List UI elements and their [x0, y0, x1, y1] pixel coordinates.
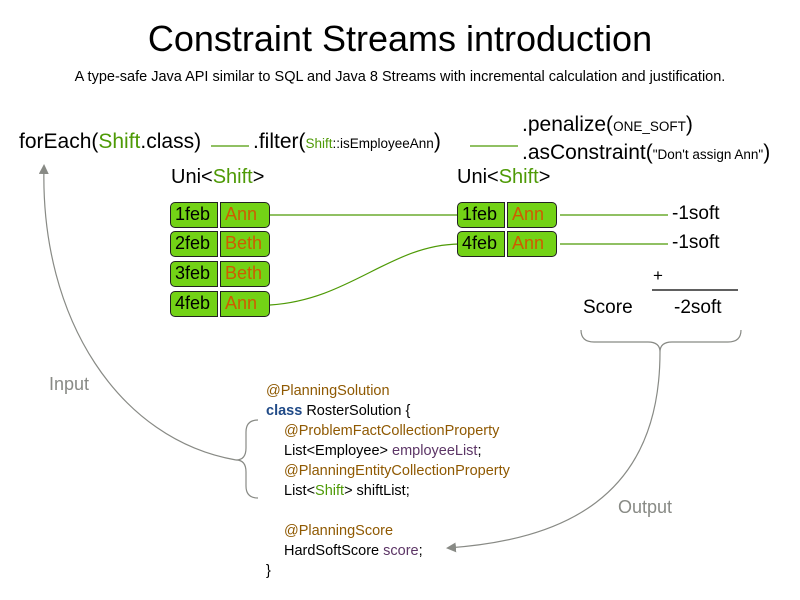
employee-list-end: ; [477, 443, 482, 459]
code-line-annotation-score: @PlanningScore [266, 521, 510, 541]
code-line-blank [266, 501, 510, 521]
code-line-annotation-entity: @PlanningEntityCollectionProperty [266, 461, 510, 481]
left-tuple-employee: Ann [220, 202, 270, 228]
keyword-class: class [266, 403, 303, 419]
score-type: HardSoftScore [284, 543, 384, 559]
shift-list-prefix: List< [284, 483, 316, 499]
left-tuple-date: 4feb [170, 291, 218, 317]
plus-sign: + [653, 266, 663, 285]
score-value: -2soft [674, 297, 722, 318]
code-line-annotation-solution: @PlanningSolution [266, 381, 510, 401]
penalize-arg: ONE_SOFT [613, 119, 686, 134]
code-block: @PlanningSolution class RosterSolution {… [266, 381, 510, 581]
foreach-call: forEach(Shift.class) [19, 130, 201, 154]
score-brace [580, 329, 742, 353]
right-tuple-employee: Ann [507, 231, 557, 257]
shift-list-type: Shift [315, 483, 345, 499]
right-tuple-date: 4feb [457, 231, 505, 257]
closing-brace: } [266, 563, 271, 579]
left-tuple-employee: Beth [220, 261, 270, 287]
asconstraint-suffix: ) [763, 141, 771, 164]
left-tuple-employee: Beth [220, 231, 270, 257]
code-line-shift-list: List<Shift> shiftList; [266, 481, 510, 501]
input-arrow [38, 164, 237, 461]
foreach-type: Shift [98, 130, 141, 153]
page-subtitle: A type-safe Java API similar to SQL and … [74, 69, 726, 85]
code-line-class: class RosterSolution { [266, 401, 510, 421]
code-brace [235, 419, 259, 499]
score-label: Score [583, 297, 633, 318]
uni-left-prefix: Uni< [171, 166, 213, 188]
annotation-planning-entity: @PlanningEntityCollectionProperty [284, 463, 510, 479]
left-tuple-employee: Ann [220, 291, 270, 317]
asconstraint-call: .asConstraint("Don't assign Ann") [522, 141, 770, 165]
filter-prefix: .filter( [253, 130, 306, 153]
annotation-planning-solution: @PlanningSolution [266, 383, 390, 399]
foreach-prefix: forEach( [19, 130, 99, 153]
uni-right-suffix: > [538, 166, 551, 188]
link-4feb [269, 243, 460, 306]
code-line-annotation-fact: @ProblemFactCollectionProperty [266, 421, 510, 441]
foreach-suffix: .class) [140, 130, 202, 153]
score-field: score [383, 543, 419, 559]
penalize-suffix: ) [685, 113, 693, 136]
penalty-value: -1soft [672, 232, 720, 253]
filter-call: .filter(Shift::isEmployeeAnn) [253, 130, 441, 154]
output-arrow [446, 351, 661, 553]
score-end: ; [418, 543, 423, 559]
class-declaration: RosterSolution { [302, 403, 411, 419]
input-label: Input [49, 374, 90, 394]
uni-right-prefix: Uni< [457, 166, 499, 188]
uni-left-label: Uni<Shift> [171, 166, 264, 189]
asconstraint-prefix: .asConstraint( [522, 141, 653, 164]
shift-list-suffix: > shiftList; [344, 483, 410, 499]
penalty-value: -1soft [672, 203, 720, 224]
penalize-call: .penalize(ONE_SOFT) [522, 113, 693, 137]
code-line-close: } [266, 561, 510, 581]
employee-list-field: employeeList [392, 443, 478, 459]
filter-suffix: ) [433, 130, 441, 153]
left-tuple-date: 3feb [170, 261, 218, 287]
uni-right-label: Uni<Shift> [457, 166, 550, 189]
page-title: Constraint Streams introduction [147, 18, 653, 59]
uni-left-type: Shift [212, 166, 253, 188]
filter-method: ::isEmployeeAnn [332, 136, 434, 151]
uni-left-suffix: > [252, 166, 265, 188]
filter-type: Shift [305, 136, 333, 151]
uni-right-type: Shift [498, 166, 539, 188]
annotation-problem-fact: @ProblemFactCollectionProperty [284, 423, 500, 439]
annotation-planning-score: @PlanningScore [284, 523, 394, 539]
employee-list-type: List<Employee> [284, 443, 393, 459]
asconstraint-arg: "Don't assign Ann" [652, 147, 764, 162]
code-line-employee-list: List<Employee> employeeList; [266, 441, 510, 461]
code-line-score: HardSoftScore score; [266, 541, 510, 561]
output-label: Output [618, 497, 673, 517]
right-tuple-employee: Ann [507, 202, 557, 228]
left-tuple-date: 2feb [170, 231, 218, 257]
left-tuple-date: 1feb [170, 202, 218, 228]
right-tuple-date: 1feb [457, 202, 505, 228]
penalize-prefix: .penalize( [522, 113, 614, 136]
